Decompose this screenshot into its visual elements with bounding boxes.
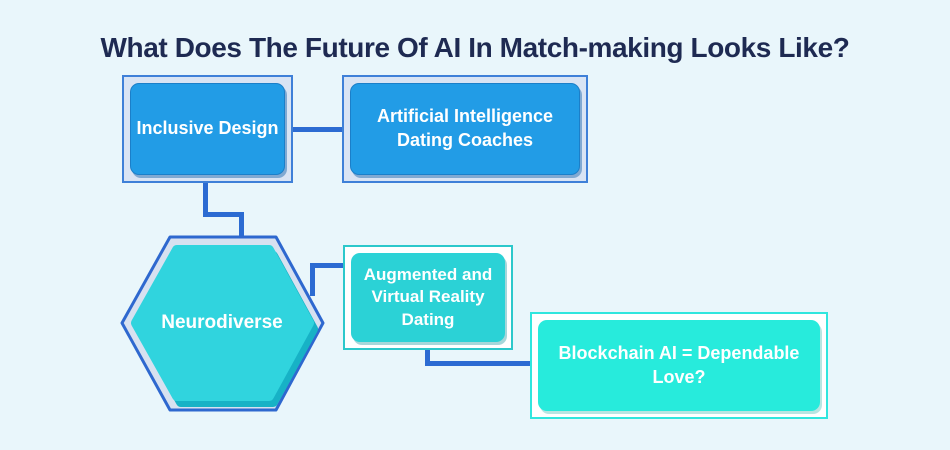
node-ar-vr-dating-fill: Augmented and Virtual Reality Dating (351, 253, 505, 342)
node-label: Neurodiverse (161, 312, 283, 333)
connector-inclusive-to-hexagon (203, 181, 208, 216)
node-label: Artificial Intelligence Dating Coaches (376, 106, 554, 150)
connector-arvr-to-blockchain (425, 361, 532, 366)
node-neurodiverse: Neurodiverse (108, 227, 336, 419)
node-blockchain-love-fill: Blockchain AI = Dependable Love? (538, 320, 820, 411)
node-ai-dating-coaches: Artificial Intelligence Dating Coaches (342, 75, 588, 183)
connector-hexagon-to-arvr (310, 263, 345, 268)
node-label: Augmented and Virtual Reality Dating (363, 264, 493, 329)
connector-inclusive-to-hexagon (203, 212, 244, 217)
node-label: Inclusive Design (136, 118, 279, 139)
node-inclusive-design: Inclusive Design (122, 75, 293, 183)
connector-inclusive-to-coaches (291, 127, 342, 132)
node-inclusive-design-fill: Inclusive Design (130, 83, 285, 175)
node-label: Blockchain AI = Dependable Love? (558, 342, 800, 387)
connector-inclusive-to-hexagon (239, 212, 244, 239)
connector-arvr-to-blockchain (425, 349, 430, 366)
node-ar-vr-dating: Augmented and Virtual Reality Dating (343, 245, 513, 350)
node-ai-dating-coaches-fill: Artificial Intelligence Dating Coaches (350, 83, 580, 175)
node-blockchain-love: Blockchain AI = Dependable Love? (530, 312, 828, 419)
page-title: What Does The Future Of AI In Match-maki… (100, 31, 850, 63)
connector-hexagon-to-arvr (310, 263, 315, 296)
hexagon-shape (120, 235, 325, 412)
